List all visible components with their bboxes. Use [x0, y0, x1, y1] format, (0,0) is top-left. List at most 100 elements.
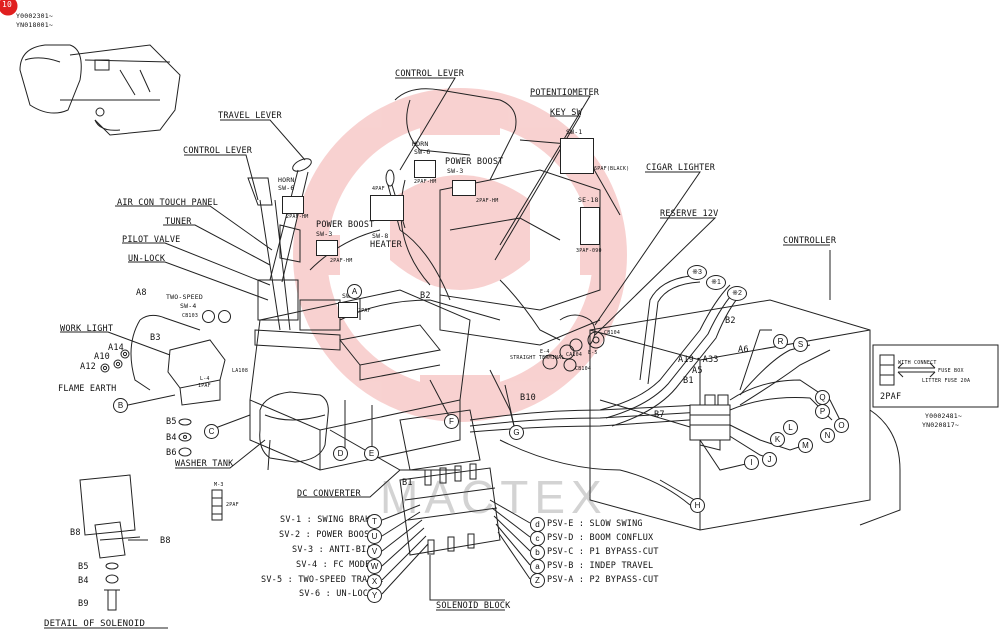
label-dc-converter: DC CONVERTER [297, 489, 361, 499]
circle-letter-e: E [364, 446, 379, 461]
mark-x1: ※1 [706, 275, 726, 290]
code-b3: B3 [150, 333, 161, 343]
label-washer-tank: WASHER TANK [175, 459, 234, 469]
label-se18-conn: 3PAF-090 [576, 248, 602, 254]
circle-letter-q: Q [815, 390, 830, 405]
serial-right-2: YN020817~ [922, 421, 960, 429]
code-b10: B10 [520, 393, 536, 403]
solenoid-sv3-letter: V [367, 544, 382, 559]
code-a12: A12 [80, 362, 96, 372]
code-b5d: B5 [78, 562, 89, 572]
label-m3-conn: 2PAF [226, 502, 239, 508]
code-b7: B7 [654, 410, 665, 420]
code-b6: B6 [166, 448, 177, 458]
label-horn-left-sw: SW-6 [278, 184, 295, 192]
solenoid-sv1-letter: T [367, 514, 382, 529]
label-heater-sw: SW-8 [372, 232, 389, 240]
label-power-boost-right: POWER BOOST [445, 157, 504, 167]
label-control-lever-right: CONTROL LEVER [395, 69, 465, 79]
label-e5: E-5 [588, 350, 598, 356]
label-cigar-lighter: CIGAR LIGHTER [646, 163, 716, 173]
solenoid-sv3-label: SV-3 : ANTI-BIAS [292, 545, 378, 555]
label-cb104b: CB104 [575, 366, 592, 372]
solenoid-sv5-label: SV-5 : TWO-SPEED TRAVEL [261, 575, 384, 585]
levers [247, 158, 406, 331]
code-b8a: B8 [70, 528, 81, 538]
code-b2: B2 [420, 291, 431, 301]
label-power-boost-right-sw: SW-3 [447, 167, 464, 175]
label-se18: SE-18 [578, 196, 599, 204]
code-b1: B1 [402, 478, 413, 488]
code-b1b: B1 [683, 376, 694, 386]
solenoid-psvc-label: PSV-C : P1 BYPASS-CUT [547, 547, 659, 557]
solenoid-sv2-label: SV-2 : POWER BOOST [279, 530, 375, 540]
connector-110 [202, 310, 215, 323]
page-marker: 10 [2, 0, 13, 9]
horn-left-connector [282, 196, 304, 214]
label-travel-lever: TRAVEL LEVER [218, 111, 282, 121]
solenoid-sv5-letter: X [367, 574, 382, 589]
label-tuner: TUNER [165, 217, 192, 227]
label-e4: E-4 [540, 349, 550, 355]
code-b4: B4 [166, 433, 177, 443]
circle-letter-m: M [798, 438, 813, 453]
washer-tank [259, 391, 329, 471]
serial-left-1: Y0002301~ [16, 12, 54, 20]
circle-letter-b: B [113, 398, 128, 413]
circle-letter-a: A [347, 284, 362, 299]
label-m3: M-3 [214, 482, 224, 488]
watermark-text: MACTEX [380, 471, 608, 523]
label-with-connect: WITH CONNECT [898, 360, 937, 366]
circle-letter-p: P [815, 404, 830, 419]
code-b5: B5 [166, 417, 177, 427]
label-horn-right: HORN [412, 140, 429, 148]
label-sw1: SW-1 [566, 128, 583, 136]
label-solenoid-block: SOLENOID BLOCK [436, 601, 511, 611]
label-two-speed: TWO-SPEED [166, 293, 204, 301]
circle-letter-i: I [744, 455, 759, 470]
label-litter-fuse: LITTER FUSE 20A [922, 378, 971, 384]
solenoid-psva-letter: Z [530, 573, 545, 588]
horn-right-connector [414, 160, 436, 178]
label-cb104: CB104 [604, 330, 621, 336]
power-boost-left-connector [316, 240, 338, 256]
solenoid-psvb-label: PSV-B : INDEP TRAVEL [547, 561, 654, 571]
circle-letter-c: C [204, 424, 219, 439]
solenoid-sv2-letter: U [367, 529, 382, 544]
serial-right-1: Y0002481~ [925, 412, 963, 420]
label-sw5-conn: 2PAF [358, 308, 371, 314]
solenoid-psvd-label: PSV-D : BOOM CONFLUX [547, 533, 654, 543]
label-power-boost-left: POWER BOOST [316, 220, 375, 230]
solenoid-sv6-letter: Y [367, 588, 382, 603]
power-boost-right-connector [452, 180, 476, 196]
label-l4-conn: 1PAF [198, 383, 211, 389]
solenoid-sv1-label: SV-1 : SWING BRAKE [280, 515, 376, 525]
circle-letter-s: S [793, 337, 808, 352]
circle-letter-f: F [444, 414, 459, 429]
page-marker-shape [0, 0, 18, 16]
solenoid-detail-drawing [79, 474, 148, 611]
label-potentiometer: POTENTIOMETER [530, 88, 600, 98]
solenoid-psva-label: PSV-A : P2 BYPASS-CUT [547, 575, 659, 585]
label-controller: CONTROLLER [783, 236, 837, 246]
label-power-boost-left-sw: SW-3 [316, 230, 333, 238]
circle-letter-l: L [783, 420, 798, 435]
solenoid-sv4-label: SV-4 : FC MODE [296, 560, 371, 570]
label-un-lock: UN-LOCK [128, 254, 166, 264]
serial-left-2: YN018001~ [16, 21, 54, 29]
label-heater: HEATER [370, 240, 402, 250]
label-cb103: CB103 [182, 313, 199, 319]
connector-36 [218, 310, 231, 323]
code-b2b: B2 [725, 316, 736, 326]
label-power-boost-right-conn: 2PAF-HM [476, 198, 499, 204]
label-horn-left-conn: 2PAF-HM [286, 214, 309, 220]
code-a6: A6 [738, 345, 749, 355]
solenoid-psvd-letter: c [530, 531, 545, 546]
label-control-lever-left: CONTROL LEVER [183, 146, 253, 156]
solenoid-sv4-letter: W [367, 559, 382, 574]
label-horn-right-sw: SW-6 [414, 148, 431, 156]
label-flame-earth: FLAME EARTH [58, 384, 117, 394]
label-fuse-box: FUSE BOX [938, 368, 964, 374]
